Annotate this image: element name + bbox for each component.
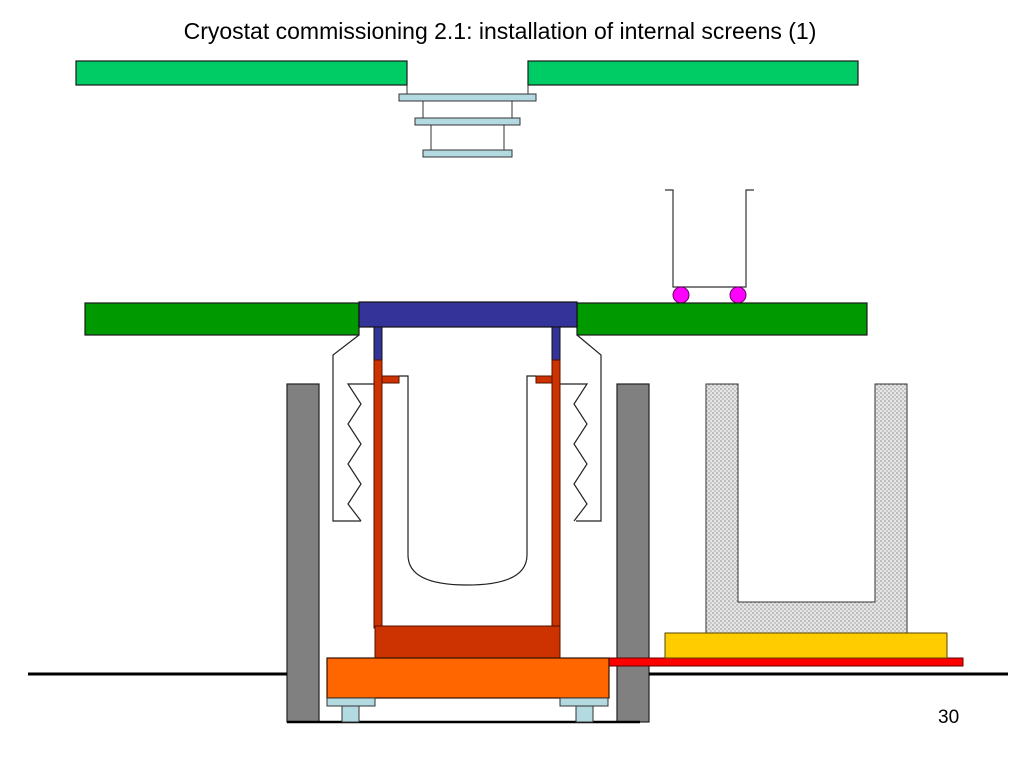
base-foot-left-plate <box>326 697 376 707</box>
base-foot-right-plate <box>559 697 609 707</box>
upper-green-plate-right <box>527 60 859 86</box>
internal-screen-u <box>705 383 908 634</box>
trolley-with-wheels <box>665 189 754 304</box>
stacked-flanges <box>398 93 537 158</box>
bellows-left <box>346 383 374 522</box>
base-foot-right-post <box>575 705 594 723</box>
upper-green-plate-left <box>75 60 408 86</box>
vessel-rod-left <box>373 359 383 629</box>
support-yoke-right <box>616 383 650 723</box>
vessel-tab-left <box>381 375 400 384</box>
deck-plate-right <box>576 302 868 336</box>
vessel-rod-right <box>551 359 561 629</box>
orange-base-platform <box>326 657 610 699</box>
flange-top <box>398 93 537 102</box>
vessel-base-block <box>374 625 561 659</box>
cryostat-wall-left <box>332 334 361 522</box>
slide-title: Cryostat commissioning 2.1: installation… <box>183 18 817 44</box>
blue-post-right <box>551 326 561 361</box>
support-yoke-left <box>286 383 320 723</box>
wheel-left <box>672 286 690 304</box>
blue-post-left <box>373 326 383 361</box>
flange-bottom <box>422 149 513 158</box>
page-number: 30 <box>938 707 960 728</box>
yellow-table <box>664 632 948 659</box>
cryostat-wall-right <box>576 334 602 522</box>
vessel-tab-right <box>535 375 553 384</box>
inner-vessel <box>399 375 536 586</box>
bellows-right <box>560 383 589 522</box>
red-rail <box>607 657 964 667</box>
blue-cover-plate <box>358 301 578 328</box>
deck-plate-left <box>84 302 360 336</box>
base-foot-left-post <box>341 705 360 723</box>
flange-middle <box>414 117 521 126</box>
wheel-right <box>729 286 747 304</box>
